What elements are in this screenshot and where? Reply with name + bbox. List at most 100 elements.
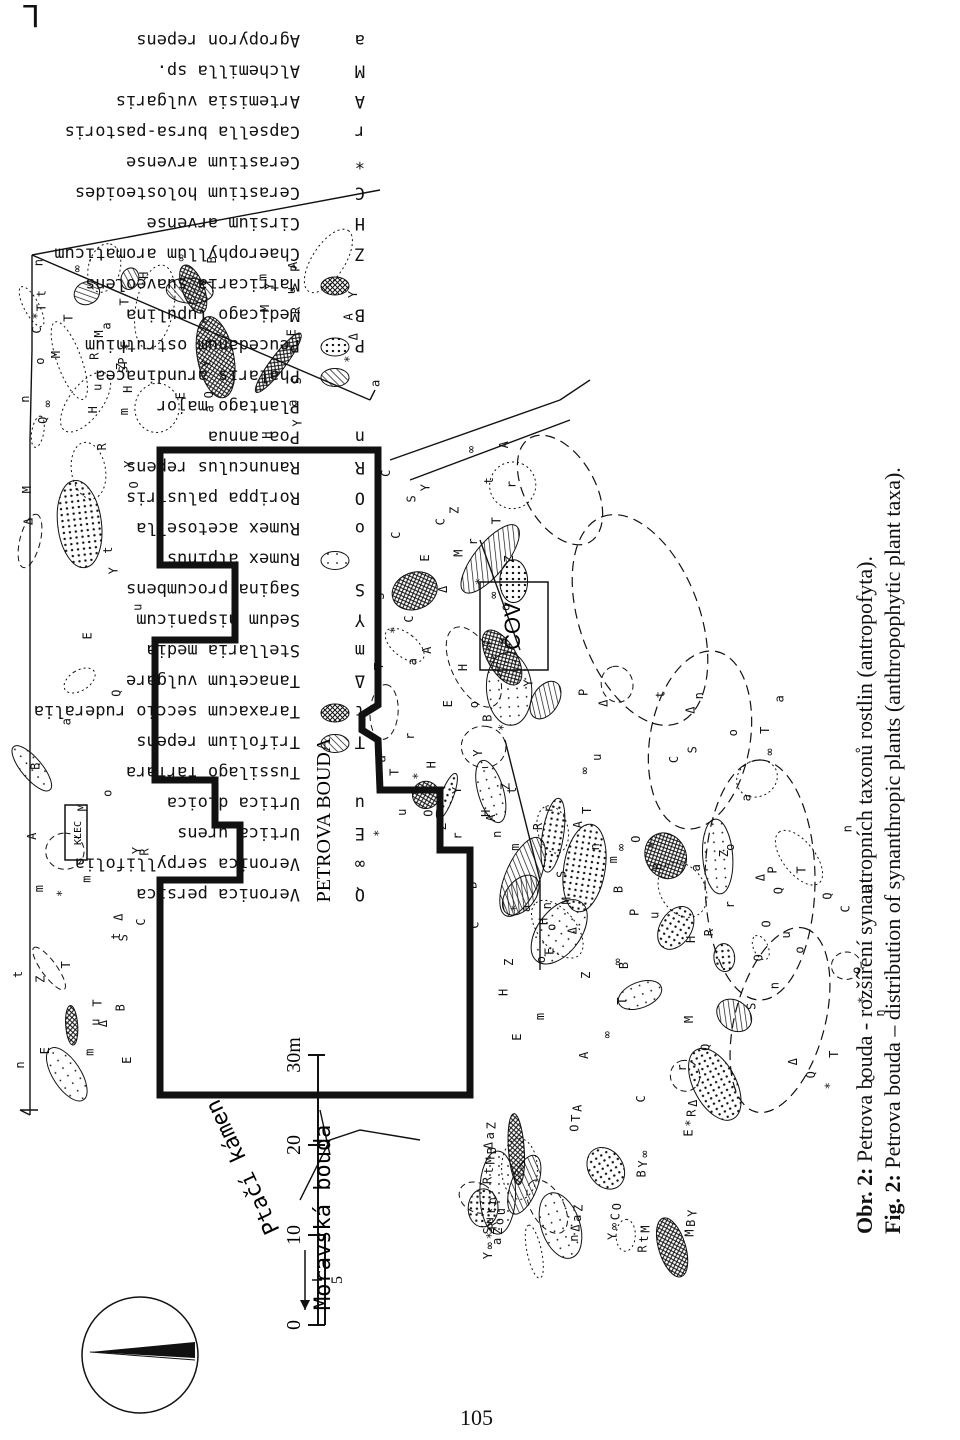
species-symbol: Δ [21,517,35,525]
vegetation-patch [716,998,753,1033]
species-symbol: o [792,946,806,953]
species-symbol: Δ [346,332,360,340]
species-symbol: H [684,936,698,943]
species-symbol: m [80,875,94,882]
species-symbol: E [174,392,188,399]
species-symbol: O [610,1203,624,1210]
species-symbol: ∞ [611,958,625,965]
legend-symbol: r [355,122,365,142]
legend-symbol: T [355,732,365,752]
vegetation-patch [530,899,584,959]
legend-symbol: H [355,213,365,233]
species-symbol: Y [686,1209,700,1217]
legend-symbol: Q [355,884,365,904]
legend-species-name: Urtica dioica [167,793,300,813]
species-symbol: m [606,856,620,863]
species-symbol: o [33,357,47,364]
legend-symbol: O [355,488,365,508]
species-symbol: S [116,366,130,373]
species-symbol: A [577,1051,591,1059]
species-symbol: O [759,920,773,927]
vegetation-patch [526,1179,569,1234]
legend-species-name: Tussilago farfara [126,762,300,782]
species-symbol: u [494,1208,508,1215]
vegetation-patch [134,264,176,350]
species-symbol: E [441,700,455,707]
species-symbol: t [482,1167,496,1174]
species-symbol: C [379,470,393,477]
species-symbol: M [638,1225,652,1232]
species-symbol: n [768,982,782,989]
species-symbol: H [496,989,510,996]
species-symbol: Q [804,1071,818,1078]
species-symbol: Q [202,391,216,398]
legend-species-name: Artemisia vulgaris [116,91,300,111]
vegetation-patch [751,935,770,961]
vegetation-patch [736,759,778,798]
legend-pattern-swatch [320,703,350,723]
species-symbol: m [82,1049,96,1056]
page-number: 105 [460,1405,493,1430]
legend-species-name: Trifolium repens [136,732,300,752]
species-symbol: S [686,746,700,753]
species-symbol: B [113,1004,127,1011]
species-symbol: Y [130,846,144,854]
species-symbol: a [99,322,113,329]
species-symbol: t [637,1235,651,1242]
vegetation-patch [134,382,180,433]
species-symbol: C [433,518,447,525]
species-symbol: C [402,615,416,622]
species-symbol: * [646,841,660,848]
species-symbol: u [395,809,409,816]
species-symbol: C [667,756,681,763]
vegetation-patch [460,524,520,594]
species-symbol: a [862,885,876,892]
legend-species-name: Poa annua [208,427,300,447]
vegetation-area [571,514,709,726]
species-symbol: ∞ [614,844,628,851]
species-symbol: Y [263,282,277,290]
species-symbol: P [627,909,641,916]
species-symbol: H [425,761,439,768]
species-symbol: a [490,1238,504,1245]
species-symbol: B [650,863,664,870]
species-symbol: n [841,825,855,832]
vegetation-patches [11,228,862,1279]
species-symbol: a [374,755,388,762]
species-symbol: ∞ [41,400,55,407]
legend-symbol: S [355,579,365,599]
vegetation-patch [669,1059,701,1092]
species-symbol: u [131,604,145,611]
vegetation-patch [445,626,503,708]
legend-species-name: Rumex acetosella [136,518,300,538]
species-symbol: S [404,495,418,502]
species-symbol: u [482,1217,496,1224]
vegetation-patch [254,332,302,394]
species-symbol: ∞ [464,446,478,453]
species-symbol: B [466,882,480,889]
species-symbol: * [855,996,869,1003]
species-symbol: S [481,1227,495,1234]
species-symbol: Δ [566,926,580,934]
species-symbol: Δ [568,1224,582,1232]
species-symbol: ∞ [763,748,777,755]
species-symbol: T [372,663,386,670]
species-symbol: t [482,477,496,484]
scale-tick-0: 0 [283,1320,305,1330]
species-symbol: O [567,1124,581,1131]
species-symbol: * [388,627,402,634]
scale-tick-5: 5 [329,1276,346,1284]
vegetation-patch [507,1113,526,1186]
species-symbol: T [569,1115,583,1122]
species-symbol: o [723,844,737,851]
species-symbol: Y [471,749,485,757]
species-symbol: Y [106,566,120,574]
species-symbol: A [571,820,585,828]
species-symbol: o [850,967,864,974]
species-symbol: M [483,1157,497,1164]
building-label: PETROVA BOUDA [313,737,335,902]
species-symbol: Δ [112,913,126,921]
species-symbol: Z [448,507,462,514]
species-symbol: T [91,999,105,1006]
vegetation-area [647,650,753,830]
